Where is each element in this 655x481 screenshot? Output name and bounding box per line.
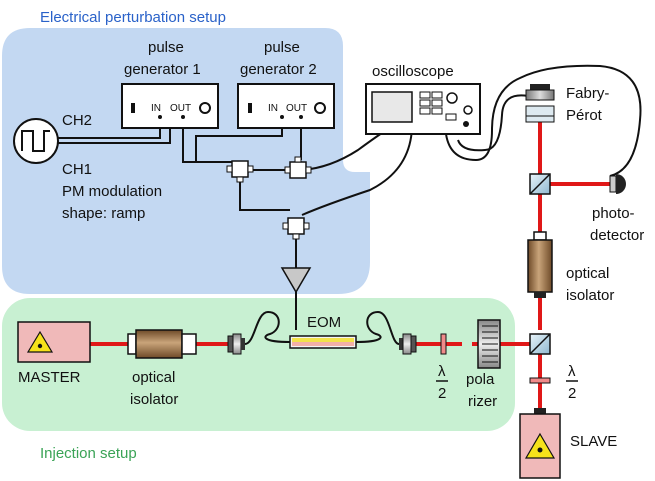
- fiber-left: [244, 310, 291, 345]
- pulse-gen-1-out: OUT: [170, 103, 191, 114]
- fiber-right: [355, 310, 400, 345]
- ch1-label: CH1: [62, 161, 92, 178]
- beam-splitter-lower: [529, 333, 551, 355]
- optical-isolator-left-line1: optical: [132, 369, 175, 386]
- photodetector-line1: photo-: [592, 205, 635, 222]
- fiber-coupler-left: [227, 333, 245, 355]
- tee-connector: [282, 217, 310, 240]
- pulse-gen-2-out: OUT: [286, 103, 307, 114]
- optical-isolator-vertical: [527, 231, 553, 298]
- pulse-gen-1-in: IN: [151, 103, 161, 114]
- shape-label: shape: ramp: [62, 205, 145, 222]
- pulse-gen-2-line1: pulse: [264, 39, 300, 56]
- oscilloscope-label: oscilloscope: [372, 63, 454, 80]
- oscilloscope: [365, 83, 481, 135]
- polarizer: [477, 319, 501, 369]
- optical-isolator-left-line2: isolator: [130, 391, 178, 408]
- fabry-perot-cavity: [525, 84, 555, 123]
- amplifier-icon: [280, 267, 312, 294]
- photodetector-line2: detector: [590, 227, 644, 244]
- pm-modulation-label: PM modulation: [62, 183, 162, 200]
- electrical-region-title: Electrical perturbation setup: [40, 9, 226, 26]
- slave-label: SLAVE: [570, 433, 617, 450]
- fabry-perot-line2: Pérot: [566, 107, 603, 124]
- pulse-gen-2-line2: generator 2: [240, 61, 317, 78]
- pulse-gen-2-in: IN: [268, 103, 278, 114]
- fiber-coupler-right: [399, 333, 417, 355]
- optical-isolator-right-line2: isolator: [566, 287, 614, 304]
- beam-splitter-upper: [529, 173, 551, 195]
- fabry-perot-line1: Fabry-: [566, 85, 609, 102]
- tee-connector: [284, 156, 312, 179]
- polarizer-line1: pola: [466, 371, 495, 388]
- pulse-generator-1: [121, 83, 219, 129]
- lambda-half-vertical-den: 2: [568, 385, 576, 402]
- eom-label: EOM: [307, 314, 341, 331]
- eom-modulator: [289, 335, 357, 349]
- half-wave-plate-horizontal: [440, 333, 447, 355]
- tee-connector: [226, 160, 254, 183]
- half-wave-plate-vertical: [529, 377, 551, 384]
- pulse-gen-1-line2: generator 1: [124, 61, 201, 78]
- injection-region-title: Injection setup: [40, 445, 137, 462]
- injection-region: [2, 298, 515, 431]
- optical-isolator-right-line1: optical: [566, 265, 609, 282]
- optical-isolator-horizontal: [127, 329, 197, 359]
- laser-warning-icon: [524, 432, 556, 459]
- lambda-half-horizontal-num: λ: [438, 363, 446, 380]
- laser-warning-icon: [26, 330, 54, 353]
- lambda-half-vertical-num: λ: [568, 363, 576, 380]
- master-laser: [17, 321, 91, 363]
- polarizer-line2: rizer: [468, 393, 497, 410]
- pulse-generator-2: [237, 83, 335, 129]
- pulse-gen-1-line1: pulse: [148, 39, 184, 56]
- photodetector: [609, 174, 626, 194]
- ch2-label: CH2: [62, 112, 92, 129]
- master-label: MASTER: [18, 369, 81, 386]
- slave-laser: [519, 408, 561, 479]
- lambda-half-horizontal-den: 2: [438, 385, 446, 402]
- square-wave-generator: [13, 118, 59, 164]
